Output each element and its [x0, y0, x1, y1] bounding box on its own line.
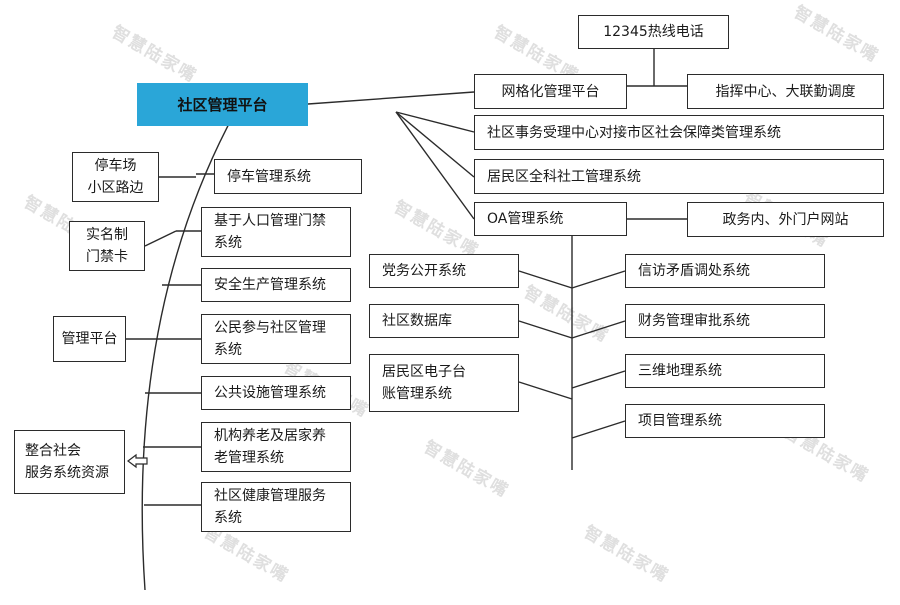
arrow-left-icon: [127, 453, 148, 469]
social-security-label: 社区事务受理中心对接市区社会保障类管理系统: [487, 124, 781, 141]
electronic-ledger-label: 居民区电子台账管理系统: [382, 364, 466, 402]
platform-title: 社区管理平台: [137, 83, 308, 126]
parking-lot-label: 停车场 小区路边: [87, 158, 144, 196]
safety-production-box: 安全生产管理系统: [201, 268, 351, 302]
management-platform-box: 管理平台: [53, 316, 126, 362]
hotline-box: 12345热线电话: [578, 15, 729, 49]
electronic-ledger-box: 居民区电子台账管理系统: [369, 354, 519, 412]
access-control-label: 基于人口管理门禁系统: [214, 213, 326, 251]
portal-label: 政务内、外门户网站: [722, 211, 849, 228]
community-database-box: 社区数据库: [369, 304, 519, 338]
petition-label: 信访矛盾调处系统: [638, 263, 750, 279]
health-management-box: 社区健康管理服务系统: [201, 482, 351, 532]
public-facilities-box: 公共设施管理系统: [201, 376, 351, 410]
integrate-resources-label: 整合社会 服务系统资源: [25, 443, 109, 481]
petition-box: 信访矛盾调处系统: [625, 254, 825, 288]
project-management-box: 项目管理系统: [625, 404, 825, 438]
3d-gis-label: 三维地理系统: [638, 363, 722, 379]
3d-gis-box: 三维地理系统: [625, 354, 825, 388]
safety-production-label: 安全生产管理系统: [214, 277, 326, 293]
social-work-label: 居民区全科社工管理系统: [487, 168, 641, 185]
elderly-care-box: 机构养老及居家养老管理系统: [201, 422, 351, 472]
party-affairs-label: 党务公开系统: [382, 263, 466, 279]
oa-system-box: OA管理系统: [474, 202, 627, 236]
command-center-label: 指挥中心、大联勤调度: [715, 83, 856, 100]
portal-box: 政务内、外门户网站: [687, 202, 884, 237]
finance-approval-box: 财务管理审批系统: [625, 304, 825, 338]
hotline-label: 12345热线电话: [603, 24, 704, 40]
elderly-care-label: 机构养老及居家养老管理系统: [214, 428, 326, 466]
oa-system-label: OA管理系统: [487, 211, 564, 227]
parking-lot-box: 停车场 小区路边: [72, 152, 159, 202]
grid-platform-label: 网格化管理平台: [501, 83, 600, 100]
social-security-box: 社区事务受理中心对接市区社会保障类管理系统: [474, 115, 884, 150]
finance-approval-label: 财务管理审批系统: [638, 313, 750, 329]
citizen-participation-label: 公民参与社区管理系统: [214, 320, 326, 358]
public-facilities-label: 公共设施管理系统: [214, 385, 326, 401]
citizen-participation-box: 公民参与社区管理系统: [201, 314, 351, 364]
command-center-box: 指挥中心、大联勤调度: [687, 74, 884, 109]
access-control-box: 基于人口管理门禁系统: [201, 207, 351, 257]
party-affairs-box: 党务公开系统: [369, 254, 519, 288]
id-card-label: 实名制 门禁卡: [86, 227, 128, 265]
project-management-label: 项目管理系统: [638, 413, 722, 429]
parking-system-label: 停车管理系统: [227, 168, 311, 185]
social-work-box: 居民区全科社工管理系统: [474, 159, 884, 194]
main-spine: [141, 117, 233, 591]
parking-system-box: 停车管理系统: [214, 159, 362, 194]
health-management-label: 社区健康管理服务系统: [214, 488, 326, 526]
management-platform-label: 管理平台: [61, 331, 118, 347]
id-card-box: 实名制 门禁卡: [69, 221, 145, 271]
community-database-label: 社区数据库: [382, 313, 452, 329]
grid-platform-box: 网格化管理平台: [474, 74, 627, 109]
integrate-resources-box: 整合社会 服务系统资源: [14, 430, 125, 494]
